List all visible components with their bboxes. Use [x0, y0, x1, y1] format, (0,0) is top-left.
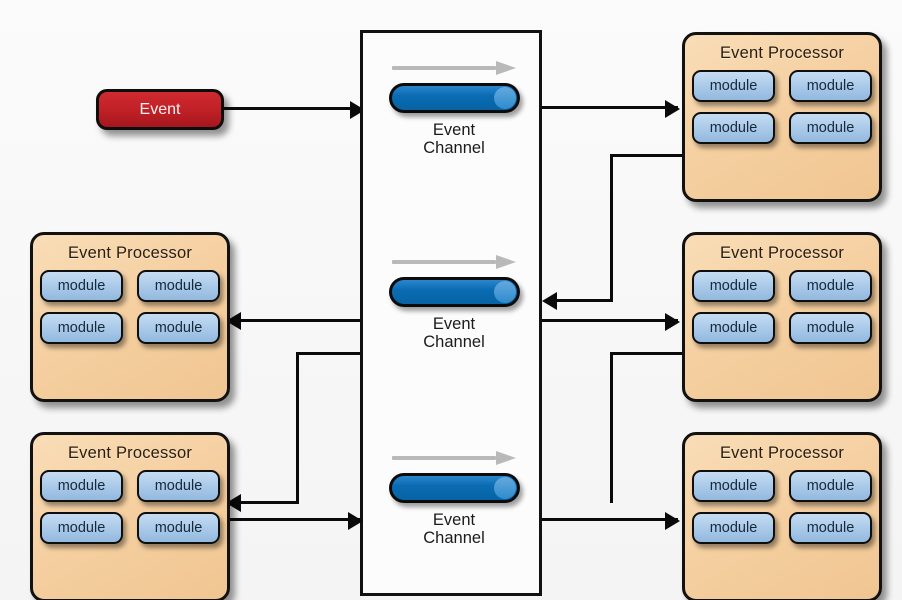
event-channel-middle: Event Channel [363, 255, 545, 352]
module-item: module [137, 270, 220, 302]
channel-middle-label: Event Channel [423, 315, 485, 352]
module-item: module [692, 312, 775, 344]
channel-queue-icon [388, 473, 520, 503]
module-item: module [789, 312, 872, 344]
module-item: module [40, 512, 123, 544]
event-node: Event [96, 89, 224, 130]
module-item: module [692, 512, 775, 544]
module-item: module [789, 70, 872, 102]
arrowhead-into-bottom-channel [348, 512, 363, 530]
module-grid: module module module module [40, 470, 220, 544]
processor-middle-right: Event Processor module module module mod… [682, 232, 882, 402]
module-item: module [789, 112, 872, 144]
flow-direction-arrow-icon [392, 451, 516, 465]
module-item: module [692, 70, 775, 102]
module-grid: module module module module [692, 270, 872, 344]
module-grid: module module module module [692, 470, 872, 544]
module-item: module [692, 470, 775, 502]
connector-event-to-top-channel [224, 107, 352, 110]
module-item: module [692, 270, 775, 302]
connector-top-channel-to-top-right-processor [542, 106, 678, 109]
module-grid: module module module module [40, 270, 220, 344]
processor-bottom-left: Event Processor module module module mod… [30, 432, 230, 600]
event-channel-top: Event Channel [363, 61, 545, 158]
connector-middle-channel-to-middle-right-processor [542, 319, 678, 322]
module-item: module [40, 312, 123, 344]
event-channel-container: Event Channel Event Channel Event Channe… [360, 30, 542, 596]
processor-top-right: Event Processor module module module mod… [682, 32, 882, 202]
connector-middle-right-processor-out-v [610, 352, 613, 503]
module-item: module [789, 512, 872, 544]
channel-bottom-label: Event Channel [423, 511, 485, 548]
module-item: module [137, 512, 220, 544]
connector-bottom-channel-to-bottom-right-processor [542, 518, 678, 521]
channel-queue-icon [388, 277, 520, 307]
module-item: module [40, 270, 123, 302]
module-item: module [789, 470, 872, 502]
module-grid: module module module module [692, 70, 872, 144]
connector-middle-channel-to-middle-left-processor [240, 319, 360, 322]
connector-to-bottom-left-processor [240, 501, 299, 504]
flow-direction-arrow-icon [392, 61, 516, 75]
arrowhead-to-top-right-processor [665, 100, 680, 118]
module-item: module [40, 470, 123, 502]
channel-queue-icon [388, 83, 520, 113]
connector-bottom-left-processor-to-bottom-channel [230, 518, 360, 521]
connector-top-right-processor-out-v [610, 154, 613, 302]
module-item: module [692, 112, 775, 144]
connector-middle-left-processor-out-h [296, 352, 360, 355]
arrowhead-to-middle-right-processor [665, 313, 680, 331]
processor-bottom-right: Event Processor module module module mod… [682, 432, 882, 600]
event-channel-bottom: Event Channel [363, 451, 545, 548]
channel-top-label: Event Channel [423, 121, 485, 158]
arrowhead-to-bottom-right-processor [665, 512, 680, 530]
module-item: module [789, 270, 872, 302]
connector-top-right-processor-out-h [610, 154, 682, 157]
processor-middle-left: Event Processor module module module mod… [30, 232, 230, 402]
connector-top-right-processor-to-middle-channel [556, 299, 612, 302]
arrowhead-into-middle-channel-right [542, 292, 557, 310]
event-label: Event [139, 100, 181, 118]
module-item: module [137, 312, 220, 344]
connector-middle-left-processor-out-v [296, 352, 299, 504]
connector-middle-right-processor-out-h [610, 352, 682, 355]
module-item: module [137, 470, 220, 502]
flow-direction-arrow-icon [392, 255, 516, 269]
